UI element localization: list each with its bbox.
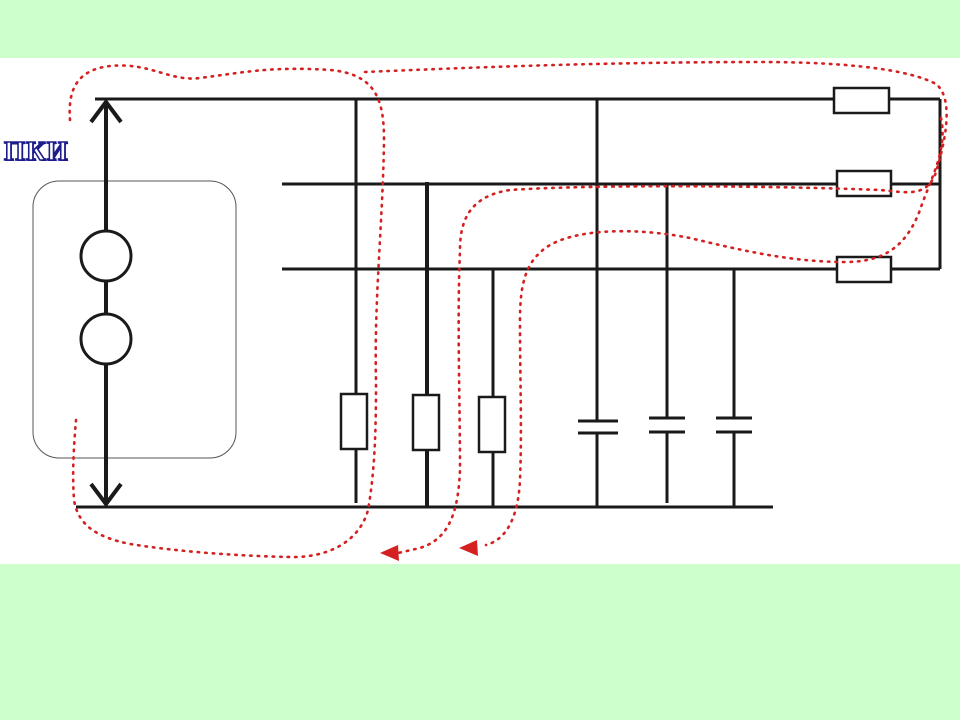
bus-resistor-icon-top xyxy=(832,86,891,115)
resistor-icon-3 xyxy=(477,395,507,454)
bus-resistor-icon-lower xyxy=(835,255,893,284)
resistor-icon-1 xyxy=(339,392,369,451)
double-arrow-icon xyxy=(89,98,123,508)
capacitor-icon-2 xyxy=(649,416,685,434)
capacitor-icon-3 xyxy=(716,416,752,434)
generator-icon-1 xyxy=(79,229,133,283)
bus-resistor-icon-middle xyxy=(835,169,893,198)
capacitor-icon-1 xyxy=(578,419,618,435)
resistor-icon-2 xyxy=(411,393,441,452)
top-band xyxy=(0,0,960,58)
arrowhead-icon-2 xyxy=(459,540,478,556)
bottom-band xyxy=(0,564,960,720)
source-enclosure xyxy=(32,180,237,459)
current-path-outer xyxy=(68,64,386,559)
current-path-outer-top xyxy=(363,60,948,555)
source-label: ПКИ xyxy=(3,135,69,167)
arrowhead-icon-1 xyxy=(380,545,399,561)
diagram-panel xyxy=(0,58,960,564)
generator-icon-2 xyxy=(79,312,133,366)
